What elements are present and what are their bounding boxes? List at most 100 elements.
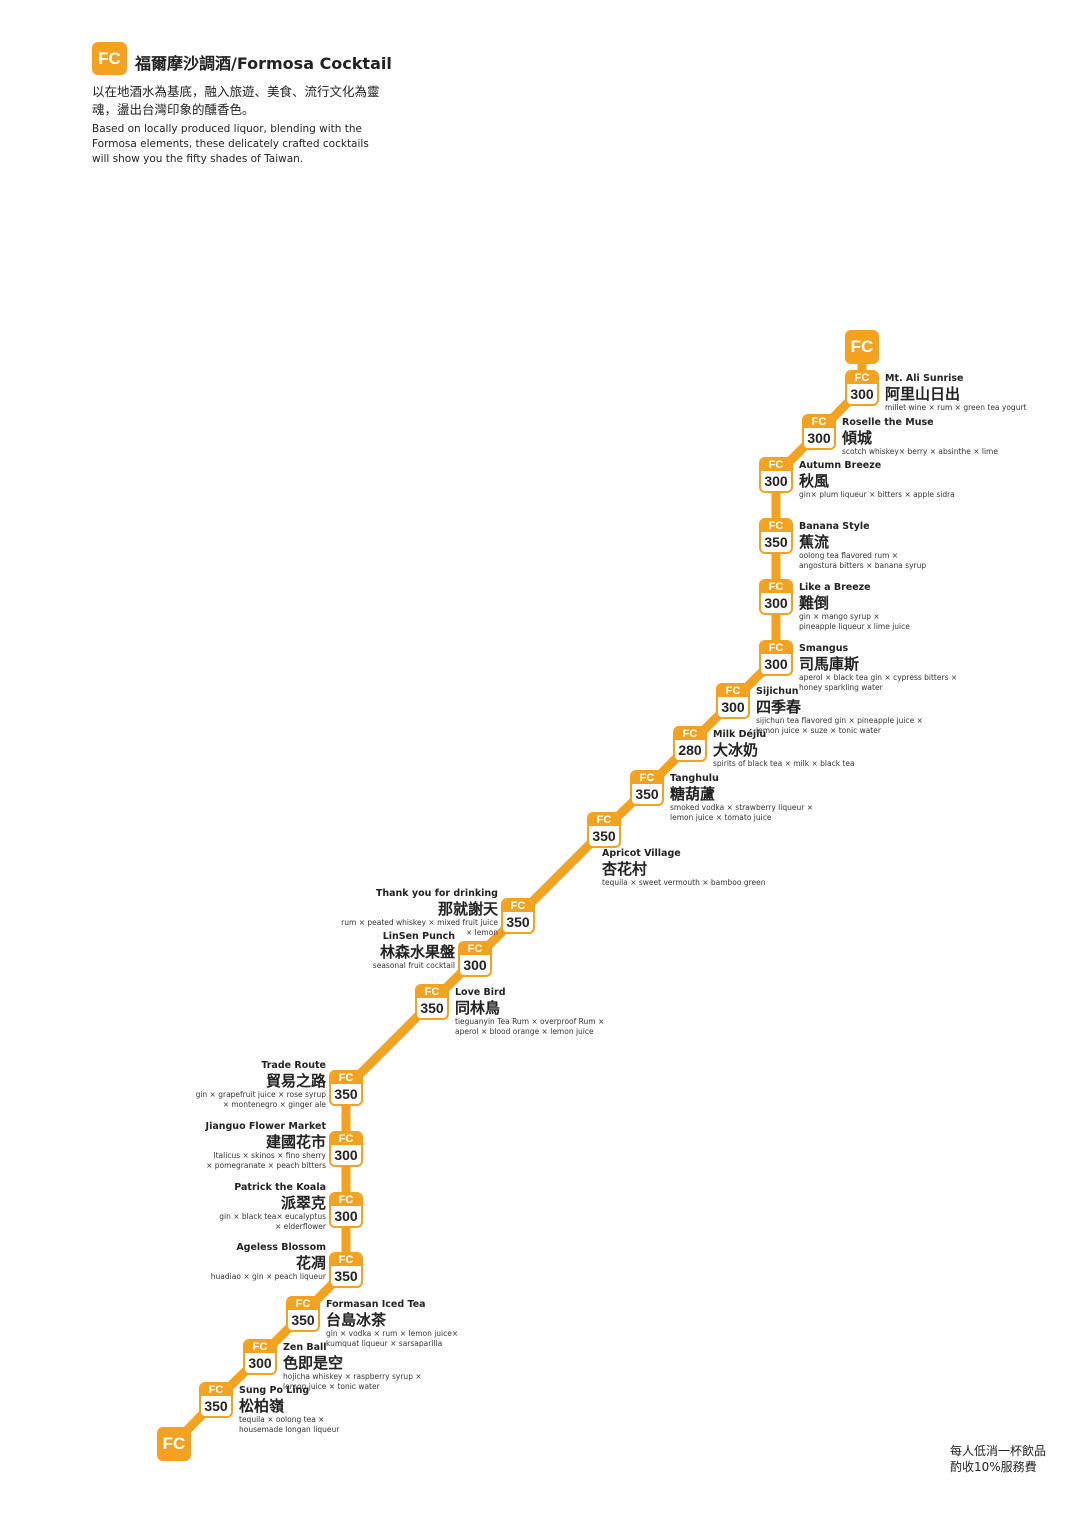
station-price: 350 xyxy=(334,1086,358,1102)
station-price: 300 xyxy=(764,656,788,672)
station-name-en: Sijichun xyxy=(756,686,799,697)
badge-code: FC xyxy=(761,642,791,654)
station-price: 300 xyxy=(807,430,831,446)
station-price: 350 xyxy=(291,1312,315,1328)
station-ingredients: seasonal fruit cocktail xyxy=(372,961,455,970)
station-price: 350 xyxy=(334,1268,358,1284)
station-price: 350 xyxy=(204,1398,228,1414)
station-ingredients: lemon juice × tomato juice xyxy=(670,812,772,822)
station-ingredients: lemon juice × suze × tonic water xyxy=(756,725,881,735)
station-ingredients: scotch whiskey× berry × absinthe × lime xyxy=(842,447,998,456)
station-name-en: Formasan Iced Tea xyxy=(326,1299,426,1310)
station-name-zh: 蕉流 xyxy=(799,533,830,551)
station-ingredients: aperol × blood orange × lemon juice xyxy=(455,1026,594,1036)
station-ingredients: Italicus × skinos × fino sherry xyxy=(213,1151,326,1160)
station-ingredients: hojicha whiskey × raspberry syrup × xyxy=(283,1372,422,1381)
station-name-en: Thank you for drinking xyxy=(375,888,498,899)
station-ingredients: spirits of black tea × milk × black tea xyxy=(713,759,855,768)
station-name-en: Roselle the Muse xyxy=(842,417,934,428)
station-name-en: Smangus xyxy=(799,643,849,654)
station-name-zh: 台島冰茶 xyxy=(326,1311,387,1329)
station-price: 350 xyxy=(506,914,530,930)
station-ingredients: sijichun tea flavored gin × pineapple ju… xyxy=(756,716,923,725)
station-name-en: Milk Déjiu xyxy=(713,729,767,740)
station-ingredients: gin × grapefruit juice × rose syrup xyxy=(195,1090,326,1099)
intro-chinese: 以在地酒水為基底，融入旅遊、美食、流行文化為靈魂，盪出台灣印象的醺香色。 xyxy=(92,84,380,117)
station-ingredients: gin × vodka × rum × lemon juice× xyxy=(326,1329,459,1338)
station-name-zh: 那就謝天 xyxy=(437,900,498,918)
station-name-en: Patrick the Koala xyxy=(234,1182,326,1193)
badge-code: FC xyxy=(460,943,490,955)
badge-code: FC xyxy=(589,814,619,826)
badge-code: FC xyxy=(503,900,533,912)
station-badge[interactable]: FC 350 xyxy=(501,898,535,934)
footer-note: 每人低消一杯飲品 酌收10%服務費 xyxy=(950,1443,1046,1475)
station-price: 300 xyxy=(850,386,874,402)
badge-code: FC xyxy=(761,459,791,471)
intro-english: Based on locally produced liquor, blendi… xyxy=(92,123,369,165)
station-name-en: Apricot Village xyxy=(602,848,681,859)
station-ingredients: × lemon xyxy=(465,927,498,937)
station-badge[interactable]: FC 300 xyxy=(759,640,793,676)
station-name-zh: 傾城 xyxy=(842,429,873,447)
station-ingredients: housemade longan liqueur xyxy=(239,1424,340,1434)
station-badge[interactable]: FC 350 xyxy=(286,1296,320,1332)
station-ingredients: gin × mango syrup × xyxy=(799,612,880,621)
station-name-en: Jianguo Flower Market xyxy=(205,1121,326,1132)
station-ingredients: × montenegro × ginger ale xyxy=(222,1099,326,1109)
station-name-en: Sung Po Ling xyxy=(239,1385,310,1396)
station-ingredients: pineapple liqueur x lime juice xyxy=(799,621,910,631)
station-name-zh: 林森水果盤 xyxy=(379,943,455,961)
badge-code: FC xyxy=(718,685,748,697)
terminal-end: FC xyxy=(157,1427,191,1461)
station-name-zh: 花凋 xyxy=(295,1254,326,1272)
station-price: 280 xyxy=(678,742,702,758)
station-name-zh: 大冰奶 xyxy=(713,741,759,759)
station-badge[interactable]: FC 350 xyxy=(199,1382,233,1418)
station-name-en: Tanghulu xyxy=(670,773,719,784)
badge-code: FC xyxy=(288,1298,318,1310)
badge-code: FC xyxy=(201,1384,231,1396)
station-name-en: Trade Route xyxy=(261,1060,326,1071)
station-price: 300 xyxy=(334,1208,358,1224)
station-name-zh: 派翠克 xyxy=(280,1194,326,1212)
station-ingredients: × pomegranate × peach bitters xyxy=(206,1160,326,1170)
